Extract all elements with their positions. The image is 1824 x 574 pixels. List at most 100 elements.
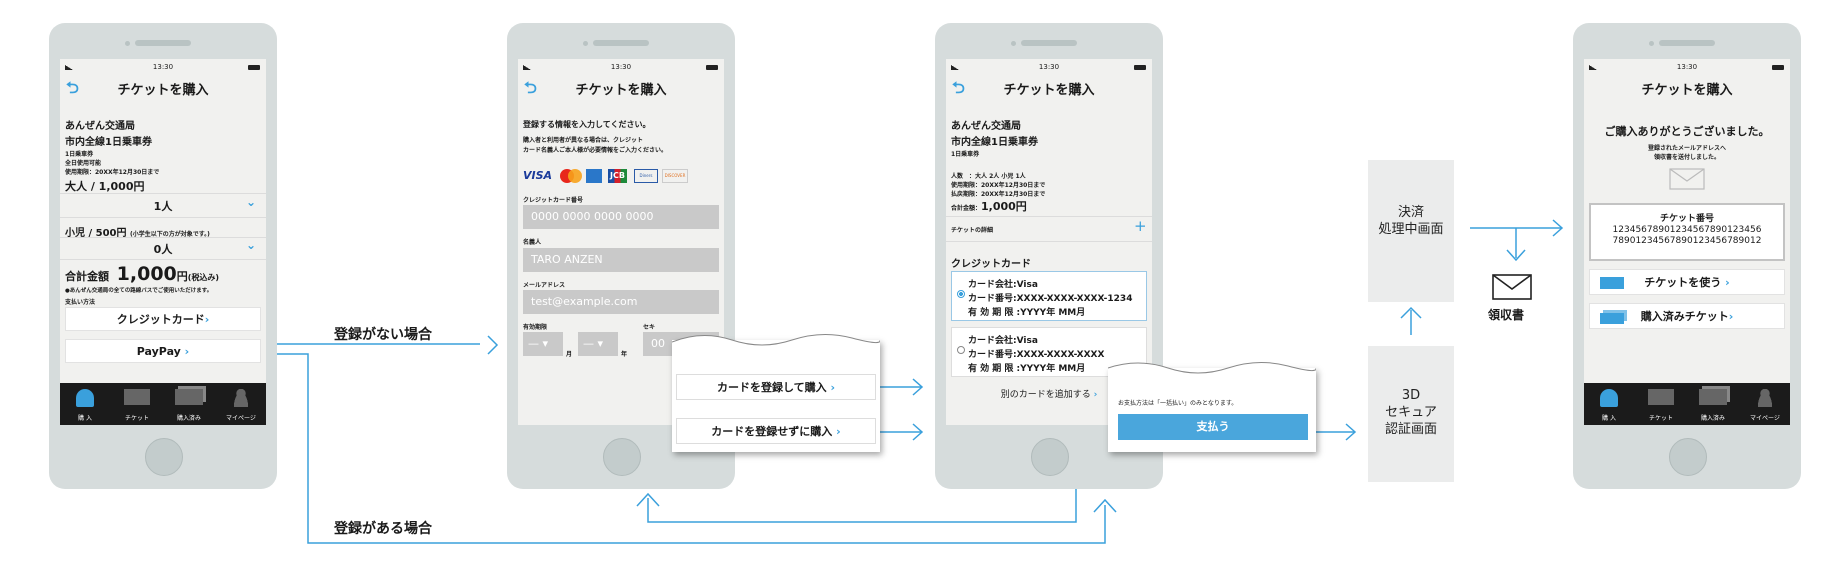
user-icon (1756, 389, 1774, 407)
ticket-number-box: チケット番号 12345678901234567890123456 789012… (1589, 203, 1785, 261)
wave-edge (1108, 362, 1316, 378)
back-icon[interactable]: ⮌ (524, 78, 537, 97)
tab-purchased[interactable]: 購入済み (164, 383, 214, 425)
phone-4: 13:30 チケットを購入 ご購入ありがとうございました。 登録されたメールアド… (1573, 23, 1801, 489)
adult-count-select[interactable]: 1人 (153, 200, 173, 213)
3d-secure-box: 3D セキュア 認証画面 (1368, 346, 1454, 482)
tab-purchased[interactable]: 購入済み (1688, 383, 1738, 425)
signal-icon (951, 65, 959, 70)
payment-popup: お支払方法は「一括払い」のみとなります。 支払う (1108, 362, 1316, 452)
ticket-type: 1日乗車券 (951, 151, 980, 158)
page-title: チケットを購入 (117, 83, 209, 98)
tickets-stack-icon (175, 389, 203, 405)
visa-logo: VISA (523, 169, 553, 182)
pay-button[interactable]: 支払う (1118, 414, 1308, 440)
home-button (145, 438, 183, 476)
total-row: 合計金額 1,000円(税込み) (65, 263, 220, 285)
month-unit: 月 (566, 351, 573, 358)
signal-icon (65, 65, 73, 70)
jcb-logo: JCB (608, 169, 627, 183)
refund-period: 払戻期限：20XX年12月30日まで (951, 191, 1046, 198)
card-number-input[interactable]: 0000 0000 0000 0000 (523, 205, 719, 229)
tab-purchase[interactable]: 購 入 (60, 383, 110, 425)
not-registered-label: 登録がない場合 (334, 327, 432, 343)
child-count-select[interactable]: 0人 (153, 243, 173, 256)
register-and-buy-button[interactable]: カードを登録して購入 › (676, 374, 876, 400)
status-time: 13:30 (1038, 63, 1060, 71)
company-name: あんぜん交通局 (65, 121, 135, 132)
mail-icon (1492, 274, 1532, 300)
status-time: 13:30 (1676, 63, 1698, 71)
email-input[interactable]: test@example.com (523, 290, 719, 314)
wave-edge (672, 334, 880, 350)
people-count: 人数 ：大人 2人 小児 1人 (951, 173, 1026, 180)
expiry-year-select[interactable]: — ▾ (578, 332, 618, 356)
buy-without-register-button[interactable]: カードを登録せずに購入 › (676, 418, 876, 444)
processing-screen-box: 決済 処理中画面 (1368, 160, 1454, 302)
home-icon (1600, 389, 1618, 407)
credit-card-button[interactable]: クレジットカード› (65, 307, 261, 331)
diners-logo: Diners (634, 169, 658, 183)
name-label: 名義人 (523, 239, 542, 246)
name-input[interactable]: TARO ANZEN (523, 248, 719, 272)
ticket-name: 市内全線1日乗車券 (65, 137, 152, 148)
signal-icon (523, 65, 531, 70)
payment-note: お支払方法は「一括払い」のみとなります。 (1118, 400, 1238, 407)
phone-2: 13:30 ⮌ チケットを購入 登録する情報を入力してください。 購入者と利用者… (507, 23, 735, 489)
year-unit: 年 (621, 351, 628, 358)
user-icon (232, 389, 250, 407)
ticket-type: 1日乗車券 (65, 151, 94, 158)
thanks-message: ご購入ありがとうございました。 (1604, 125, 1770, 138)
page-title: チケットを購入 (575, 83, 667, 98)
battery-icon (1134, 65, 1146, 70)
card-number-label: クレジットカード番号 (523, 197, 584, 204)
use-ticket-button[interactable]: チケットを使う › (1589, 269, 1785, 295)
purchased-tickets-button[interactable]: 購入済みチケット› (1589, 303, 1785, 329)
notice-text: ●あんぜん交通局の全ての路線バスでご使用いただけます。 (65, 288, 213, 294)
paypay-button[interactable]: PayPay › (65, 339, 261, 363)
tab-bar: 購 入 チケット 購入済み マイページ (1584, 383, 1790, 425)
tab-mypage[interactable]: マイページ (216, 383, 266, 425)
register-choice-popup: カードを登録して購入 › カードを登録せずに購入 › (672, 334, 880, 452)
sent-line-1: 登録されたメールアドレスへ (1647, 145, 1726, 152)
signal-icon (1589, 65, 1597, 70)
expiry-month-select[interactable]: — ▾ (523, 332, 563, 356)
status-time: 13:30 (610, 63, 632, 71)
back-icon[interactable]: ⮌ (952, 78, 965, 97)
chevron-down-icon: ⌄ (246, 195, 257, 209)
company-name: あんぜん交通局 (951, 121, 1021, 132)
ticket-validity: 全日使用可能 (65, 160, 102, 167)
purchase-screen: 13:30 ⮌ チケットを購入 あんぜん交通局 市内全線1日乗車券 1日乗車券 … (60, 59, 266, 425)
back-icon[interactable]: ⮌ (66, 78, 79, 97)
home-button (1031, 438, 1069, 476)
tab-purchase[interactable]: 購 入 (1584, 383, 1634, 425)
battery-icon (1772, 65, 1784, 70)
expand-plus-icon[interactable]: + (1134, 217, 1147, 235)
page-title: チケットを購入 (1641, 83, 1733, 98)
add-card-link[interactable]: 別のカードを追加する › (1000, 390, 1098, 400)
ticket-period: 使用期限：20XX年12月30日まで (65, 169, 160, 176)
status-time: 13:30 (152, 63, 174, 71)
confirm-screen: 13:30 ⮌ チケットを購入 あんぜん交通局 市内全線1日乗車券 1日乗車券 … (946, 59, 1152, 425)
tickets-stack-icon (1600, 313, 1624, 324)
expiry-label: 有効期限 (523, 324, 548, 331)
form-note-1: 購入者と利用者が異なる場合は、クレジット (523, 137, 644, 144)
security-code-label: セキ (643, 324, 656, 331)
discover-logo: DISCOVER (662, 169, 688, 183)
complete-screen: 13:30 チケットを購入 ご購入ありがとうございました。 登録されたメールアド… (1584, 59, 1790, 425)
tab-ticket[interactable]: チケット (112, 383, 162, 425)
credit-section-title: クレジットカード (951, 259, 1031, 270)
chevron-down-icon: ⌄ (246, 238, 257, 252)
tab-ticket[interactable]: チケット (1636, 383, 1686, 425)
child-price: 小児 / 500円 (小学生以下の方が対象です。) (65, 228, 210, 239)
tab-mypage[interactable]: マイページ (1740, 383, 1790, 425)
saved-card-2[interactable]: カード会社:Visa カード番号:XXXX-XXXX-XXXX 有 効 期 限 … (951, 327, 1147, 377)
phone-3: 13:30 ⮌ チケットを購入 あんぜん交通局 市内全線1日乗車券 1日乗車券 … (935, 23, 1163, 489)
ticket-icon (124, 389, 150, 405)
saved-card-1[interactable]: カード会社:Visa カード番号:XXXX-XXXX-XXXX-1234 有 効… (951, 271, 1147, 321)
home-icon (76, 389, 94, 407)
ticket-icon (1648, 389, 1674, 405)
home-button (603, 438, 641, 476)
home-button (1669, 438, 1707, 476)
